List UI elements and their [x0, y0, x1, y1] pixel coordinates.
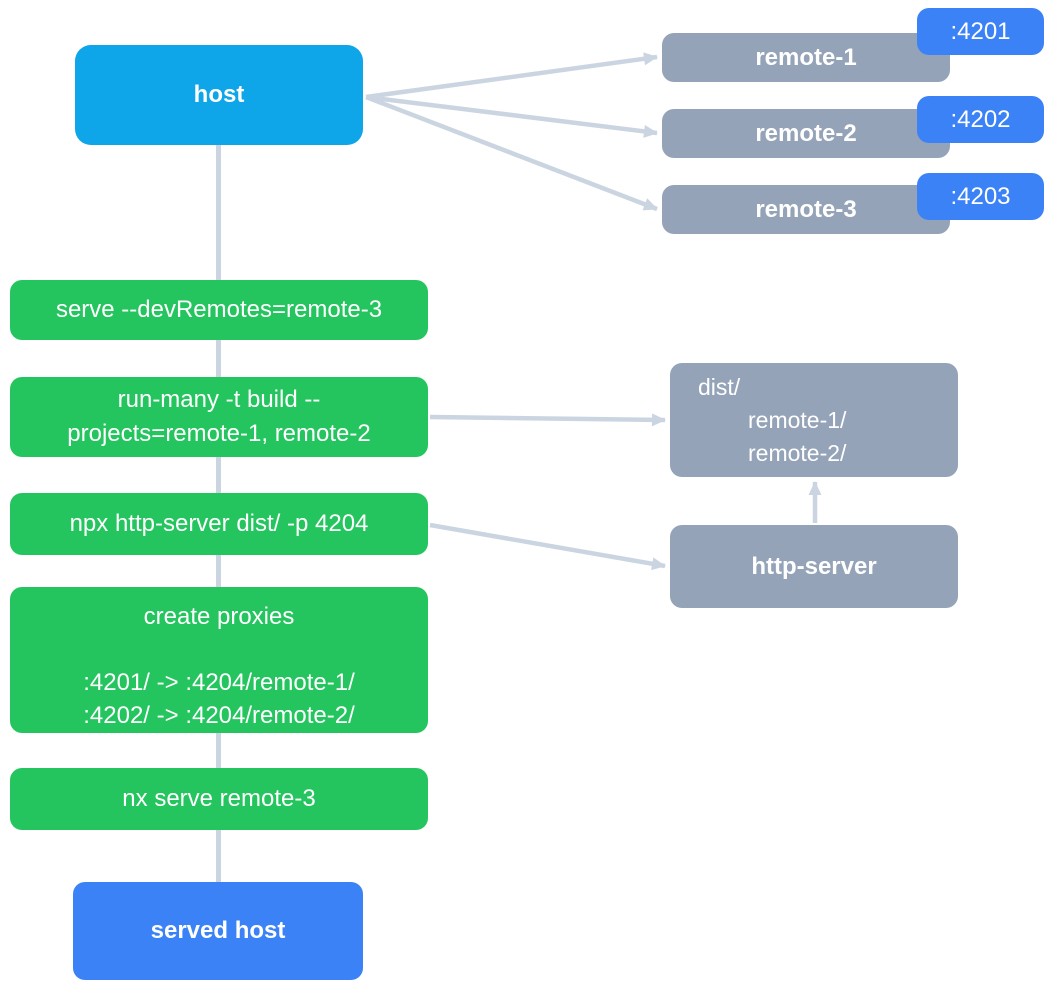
run-many-to-dist-arrow — [429, 413, 666, 427]
dist-remote-1-label: remote-1/ — [748, 406, 847, 433]
port-badge-4201: :4201 — [917, 8, 1044, 55]
http-server-node: http-server — [670, 525, 958, 608]
port-4202-label: :4202 — [950, 105, 1011, 133]
nx-serve-command-text: nx serve remote-3 — [122, 785, 316, 812]
create-proxies-title: create proxies — [143, 603, 295, 630]
command-create-proxies: create proxies :4201/ -> :4204/remote-1/… — [10, 587, 428, 733]
remote-3-node: remote-3 — [662, 185, 950, 234]
proxy-mapping-1: :4201/ -> :4204/remote-1/ — [83, 669, 355, 696]
dist-remote-2-label: remote-2/ — [748, 439, 847, 466]
http-server-label: http-server — [751, 552, 877, 580]
http-server-command-text: npx http-server dist/ -p 4204 — [69, 510, 369, 537]
port-badge-4203: :4203 — [917, 173, 1044, 220]
serve-command-text: serve --devRemotes=remote-3 — [55, 296, 383, 323]
dist-folder-node: dist/ remote-1/ remote-2/ — [670, 363, 958, 477]
host-label: host — [193, 81, 245, 108]
remote-1-node: remote-1 — [662, 33, 950, 82]
run-many-line-1: run-many -t build -- — [117, 386, 321, 413]
run-many-line-2: projects=remote-1, remote-2 — [67, 420, 371, 447]
command-serve-dev-remotes: serve --devRemotes=remote-3 — [10, 280, 428, 340]
proxy-mapping-2: :4202/ -> :4204/remote-2/ — [83, 702, 355, 729]
dist-root-label: dist/ — [698, 373, 741, 400]
host-to-remote-2-arrow — [365, 94, 658, 138]
remote-2-node: remote-2 — [662, 109, 950, 158]
host-node: host — [75, 45, 363, 145]
port-4203-label: :4203 — [950, 182, 1011, 210]
served-host-label: served host — [150, 917, 286, 944]
port-4201-label: :4201 — [950, 17, 1011, 45]
remote-1-label: remote-1 — [755, 43, 857, 71]
command-npx-http-server: npx http-server dist/ -p 4204 — [10, 493, 428, 555]
remote-3-label: remote-3 — [755, 195, 857, 223]
served-host-node: served host — [73, 882, 363, 980]
host-to-remote-3-arrow — [365, 94, 658, 212]
command-nx-serve-remote-3: nx serve remote-3 — [10, 768, 428, 830]
port-badge-4202: :4202 — [917, 96, 1044, 143]
command-run-many-build: run-many -t build -- projects=remote-1, … — [10, 377, 428, 457]
http-command-to-server-arrow — [429, 522, 666, 571]
host-to-remote-1-arrow — [365, 52, 658, 100]
remote-2-label: remote-2 — [755, 119, 857, 147]
